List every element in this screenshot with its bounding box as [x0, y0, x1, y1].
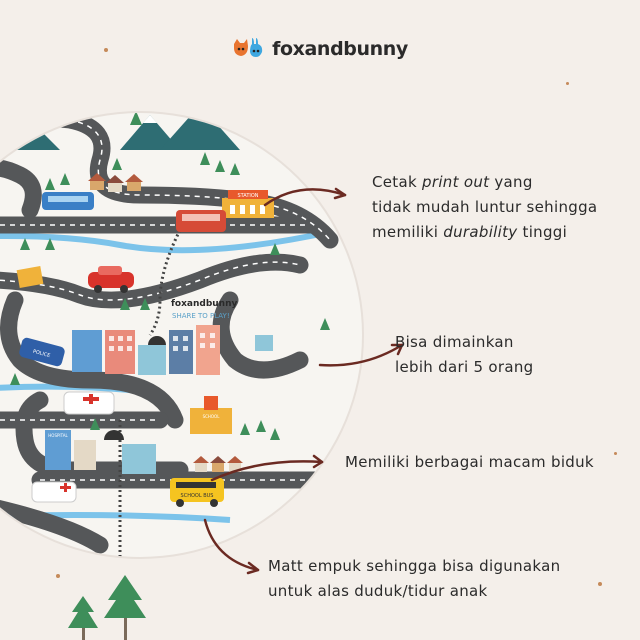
red-car-toy [88, 266, 134, 293]
brand-name: foxandbunny [272, 38, 408, 60]
callout-vehicles: Memiliki berbagai macam biduk [345, 453, 594, 471]
red-train-toy [176, 210, 226, 232]
police-car-toy: POLICE [19, 337, 65, 367]
arrow-to-bus [210, 460, 324, 482]
mat-tagline-label: SHARE TO PLAY! [172, 312, 230, 320]
callout-print-quality: Cetak print out yang tidak mudah luntur … [372, 173, 598, 241]
callout-soft-mat: Matt empuk sehingga bisa digunakan untuk… [268, 557, 561, 600]
police-label: POLICE [32, 349, 51, 359]
school-bus-label: SCHOOL BUS [181, 493, 214, 499]
ambulance-toy [63, 391, 115, 415]
decor-dot [56, 574, 60, 578]
blue-train-toy [42, 192, 94, 210]
arrow-to-mat-edge [203, 518, 260, 572]
decor-dot [614, 452, 617, 455]
decor-dot [566, 82, 569, 85]
arrow-to-station [263, 188, 347, 207]
arrow-to-city [318, 343, 404, 367]
pine-trees-decoration [68, 575, 146, 640]
fox-bunny-logo-icon [234, 38, 263, 57]
ambulance-toy-small [31, 481, 77, 503]
station-label: STATION [237, 193, 258, 199]
mat-brand-label: foxandbunny [171, 299, 237, 309]
decor-dot [104, 48, 108, 52]
callout-players: Bisa dimainkan lebih dari 5 orang [395, 333, 534, 376]
decor-dot [598, 582, 602, 586]
school-bus-toy: SCHOOL BUS [170, 478, 224, 507]
brand-logo: foxandbunny [0, 38, 640, 60]
hospital-label: HOSPITAL [48, 433, 68, 438]
school-label: SCHOOL [203, 414, 221, 419]
